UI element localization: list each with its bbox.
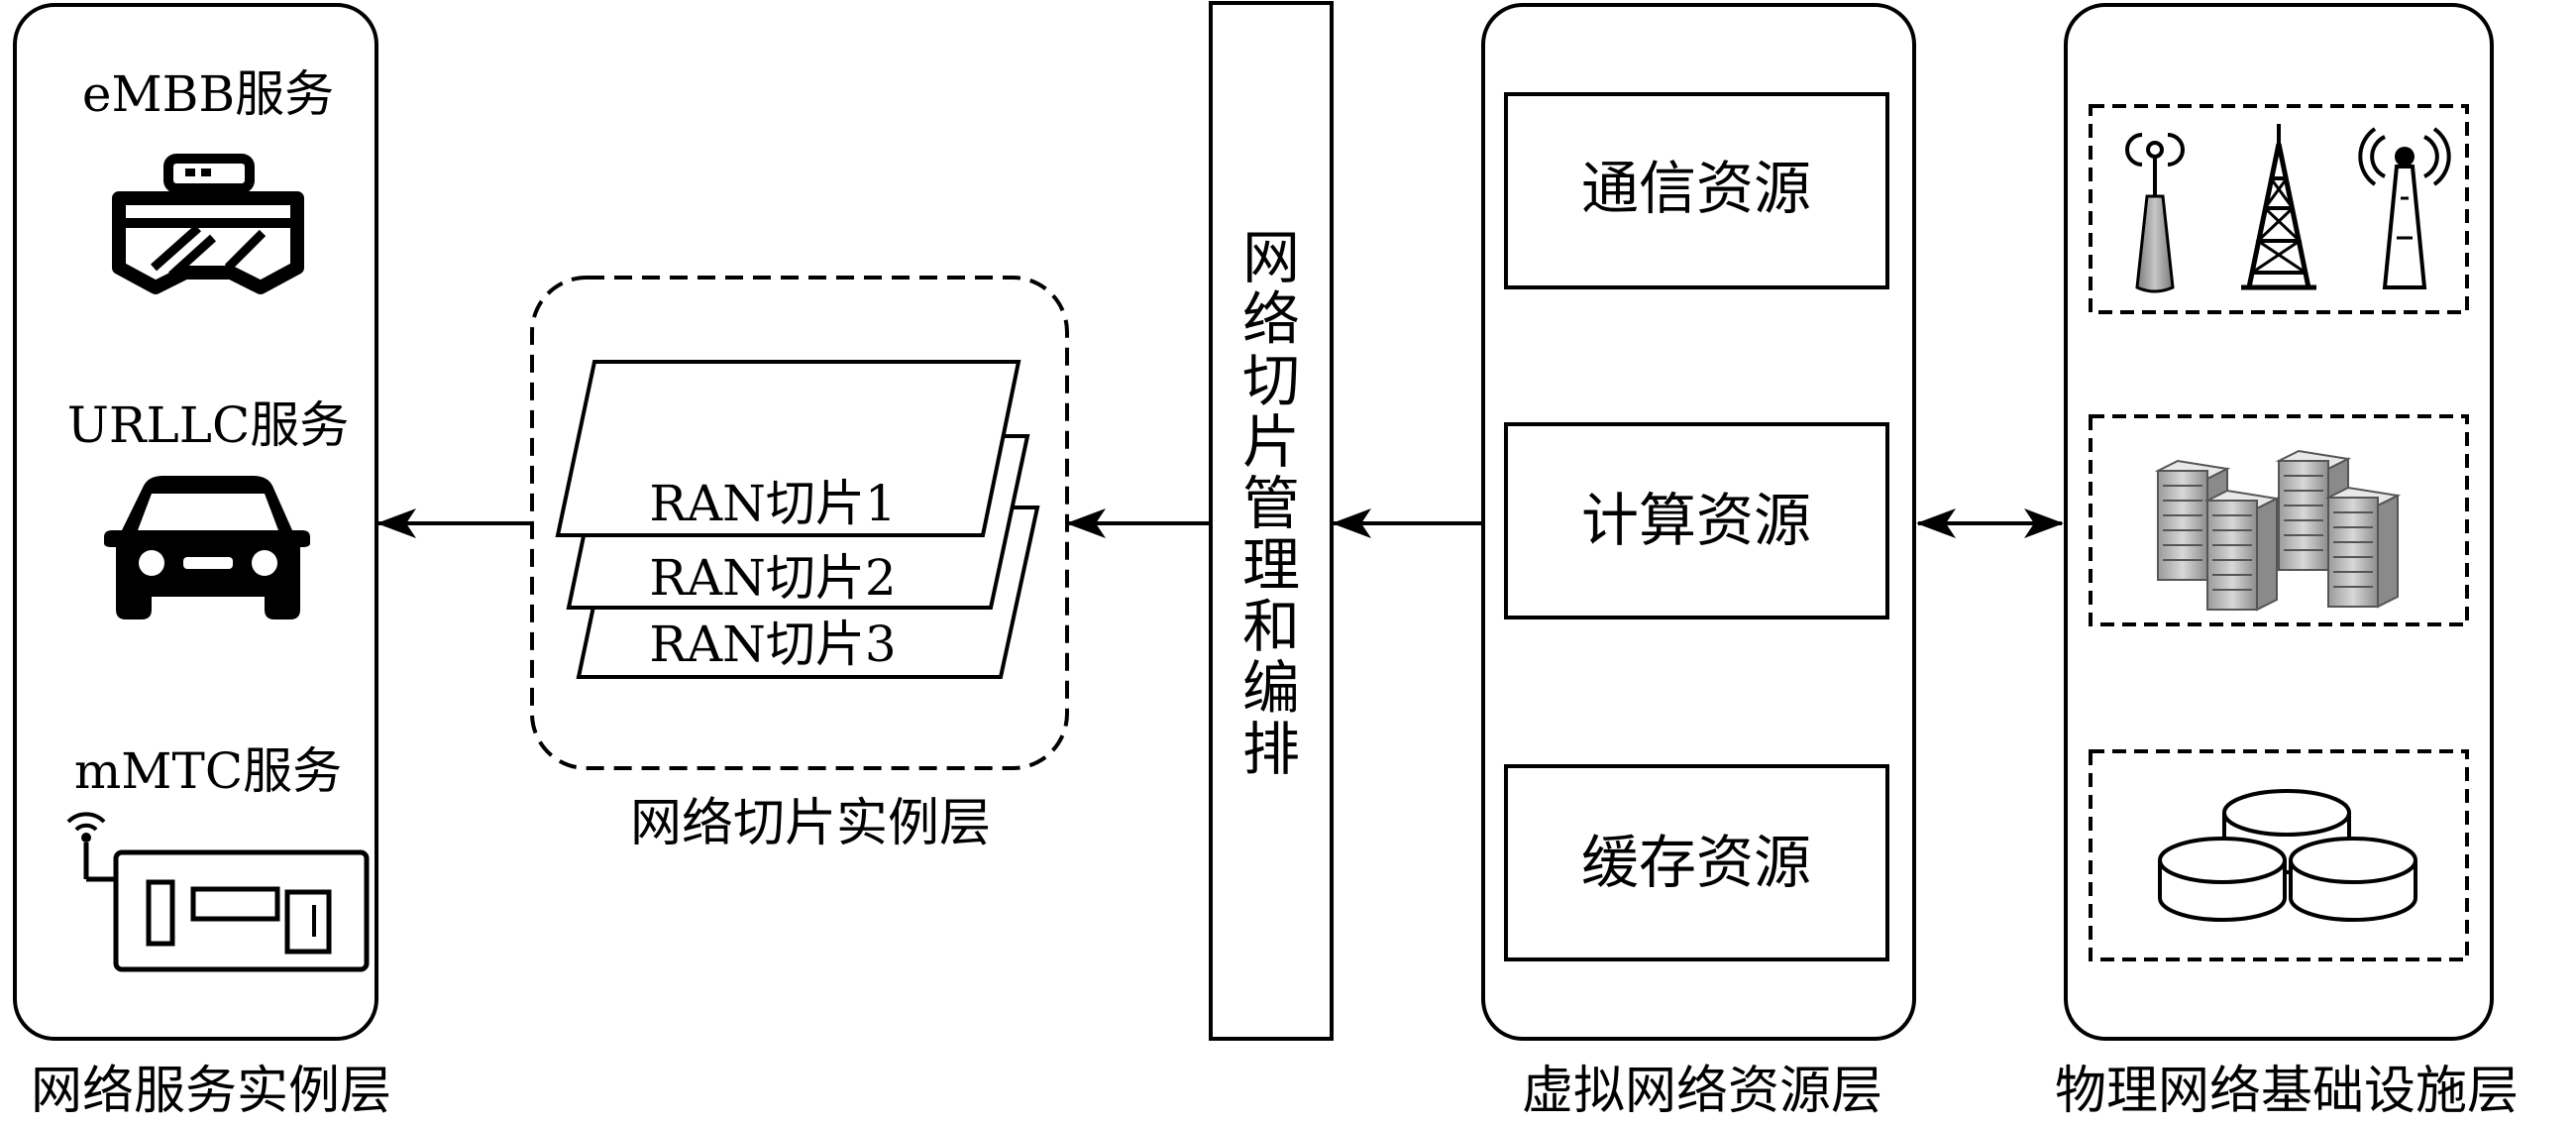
resource-communication-label: 通信资源 [1581,155,1811,222]
iot-device-icon [66,812,370,972]
virtual-layer: 通信资源 计算资源 缓存资源 虚拟网络资源层 [1481,3,1916,1121]
resource-cache-label: 缓存资源 [1581,829,1811,896]
lattice-tower-icon [2241,124,2316,290]
server-rack-icons [2154,449,2402,612]
physical-layer: 物理网络基础设施层 [2055,3,2519,1121]
base-station-group [2089,104,2469,314]
resource-box-compute [1504,422,1889,619]
slice-1-label: RAN切片1 [649,475,896,532]
orchestration-box [1209,1,1334,1041]
service-urllc-label: URLLC服务 [67,396,349,454]
slice-2-label: RAN切片2 [649,549,896,607]
service-layer-caption: 网络服务实例层 [31,1062,391,1121]
physical-layer-caption: 物理网络基础设施层 [2055,1062,2519,1121]
virtual-layer-caption: 虚拟网络资源层 [1522,1062,1882,1121]
signal-tower-icon [2358,127,2451,289]
base-station-icons [2125,124,2451,293]
resource-box-cache [1504,764,1889,961]
server-rack-icon [2203,489,2281,612]
storage-disk-icons [2158,789,2417,922]
service-mmtc-label: mMTC服务 [74,742,342,800]
service-embb-label: eMBB服务 [82,65,334,123]
orchestration-label: 网络切片管理和编排 [1242,224,1300,783]
storage-disk-icon [2289,837,2417,922]
service-layer: eMBB服务 URLLC服务 mMTC服务 [13,3,391,1121]
vr-headset-icon [112,154,304,294]
server-rack-icon [2324,486,2402,609]
car-icon [104,476,310,619]
physical-layer-box [2064,3,2494,1041]
storage-group [2089,749,2469,961]
storage-disk-icon [2158,837,2287,922]
resource-compute-label: 计算资源 [1581,487,1811,554]
orchestration-column: 网络切片管理和编排 [1209,1,1334,1041]
resource-box-communication [1504,92,1889,289]
slice-3-label: RAN切片3 [649,616,896,673]
server-group [2089,414,2469,626]
slice-card-1 [555,360,1021,537]
slice-layer: RAN切片1 RAN切片2 RAN切片3 网络切片实例层 [530,276,1069,853]
slice-layer-caption: 网络切片实例层 [630,794,991,853]
antenna-cone-icon [2125,133,2185,293]
